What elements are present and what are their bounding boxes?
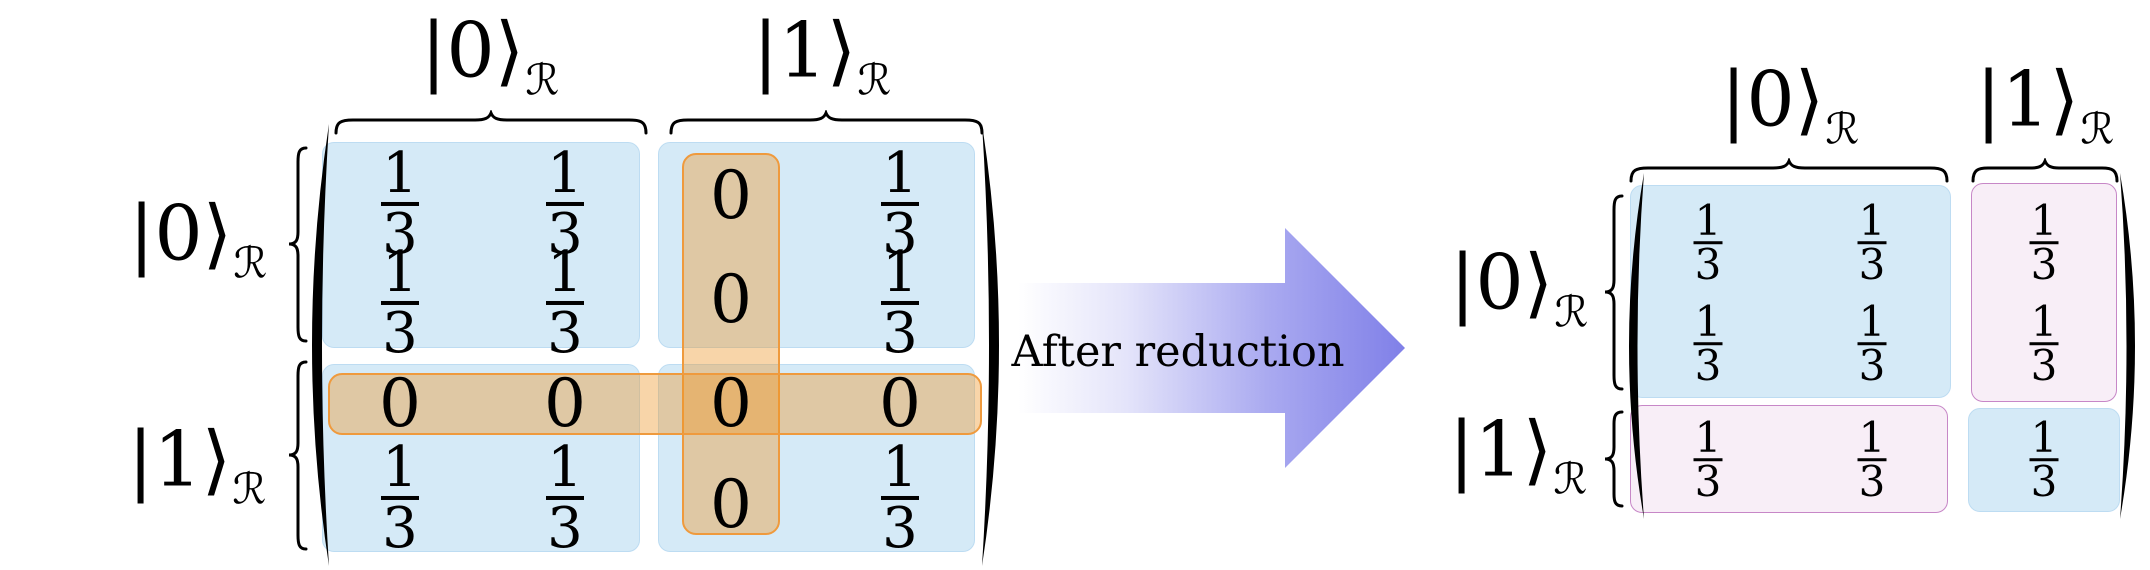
- matrix-cell: 0: [710, 371, 752, 437]
- left-matrix-block-bottomright-blue: [658, 364, 975, 552]
- right-matrix-open-parenthesis: [1629, 173, 1644, 519]
- right-matrix-col-label-ket1: |1⟩ℛ: [1976, 61, 2115, 151]
- left-matrix-row-label-ket0: |0⟩ℛ: [129, 195, 268, 285]
- right-matrix-row-label-ket1: |1⟩ℛ: [1449, 411, 1588, 501]
- matrix-cell: 0: [544, 371, 586, 437]
- zero-value: 0: [879, 365, 921, 442]
- zero-value: 0: [710, 261, 752, 338]
- register-subscript: ℛ: [857, 55, 892, 106]
- right-matrix-col0-overbrace: [1629, 158, 1949, 183]
- right-matrix-close-parenthesis: [2120, 173, 2135, 519]
- zero-value: 0: [379, 365, 421, 442]
- register-subscript: ℛ: [1554, 287, 1589, 338]
- right-matrix-col1-overbrace: [1971, 158, 2119, 183]
- right-matrix-block-topright-pink: [1971, 183, 2117, 402]
- right-matrix-block-topleft-blue: [1630, 185, 1951, 398]
- zero-value: 0: [710, 365, 752, 442]
- matrix-cell: 0: [879, 371, 921, 437]
- left-matrix-row0-brace: [288, 146, 308, 343]
- register-subscript: ℛ: [1825, 104, 1860, 155]
- register-subscript: ℛ: [2080, 104, 2115, 155]
- matrix-cell: 0: [710, 472, 752, 538]
- left-matrix-col-label-ket1: |1⟩ℛ: [753, 12, 892, 102]
- ket-text: |1⟩: [752, 5, 857, 95]
- left-matrix-col-label-ket0: |0⟩ℛ: [421, 12, 560, 102]
- after-reduction-arrow: [1018, 228, 1405, 468]
- zero-value: 0: [710, 157, 752, 234]
- ket-text: |0⟩: [1720, 54, 1825, 144]
- zero-value: 0: [544, 365, 586, 442]
- right-matrix-row1-brace: [1604, 410, 1624, 508]
- left-matrix-col1-overbrace: [669, 110, 984, 135]
- matrix-cell: 0: [710, 267, 752, 333]
- left-matrix-zero-column-highlight: [682, 153, 780, 535]
- register-subscript: ℛ: [233, 238, 268, 289]
- left-matrix-block-bottomleft-blue: [322, 364, 640, 552]
- register-subscript: ℛ: [1553, 454, 1588, 505]
- ket-text: |1⟩: [127, 414, 232, 504]
- left-matrix-zero-row-highlight: [328, 373, 982, 435]
- left-matrix-row1-brace: [288, 360, 308, 551]
- arrow-label: After reduction: [1011, 327, 1345, 377]
- left-matrix-col0-overbrace: [334, 110, 648, 135]
- ket-text: |1⟩: [1448, 404, 1553, 494]
- ket-text: |0⟩: [420, 5, 525, 95]
- right-matrix-row-label-ket0: |0⟩ℛ: [1450, 244, 1589, 334]
- left-matrix-block-topleft-blue: [322, 142, 640, 348]
- left-matrix-close-parenthesis: [982, 124, 999, 566]
- right-matrix-col-label-ket0: |0⟩ℛ: [1721, 61, 1860, 151]
- left-matrix-block-topright-blue: [658, 142, 975, 348]
- left-matrix-row-label-ket1: |1⟩ℛ: [128, 421, 267, 511]
- right-matrix-block-bottomright-blue: [1968, 408, 2120, 512]
- ket-text: |1⟩: [1975, 54, 2080, 144]
- right-matrix-block-bottomleft-pink: [1630, 405, 1948, 513]
- zero-value: 0: [710, 466, 752, 543]
- register-subscript: ℛ: [525, 55, 560, 106]
- ket-text: |0⟩: [1449, 237, 1554, 327]
- left-matrix-open-parenthesis: [312, 124, 329, 566]
- matrix-cell: 0: [379, 371, 421, 437]
- right-matrix-row0-brace: [1604, 194, 1624, 391]
- register-subscript: ℛ: [232, 464, 267, 515]
- ket-text: |0⟩: [128, 188, 233, 278]
- matrix-cell: 0: [710, 163, 752, 229]
